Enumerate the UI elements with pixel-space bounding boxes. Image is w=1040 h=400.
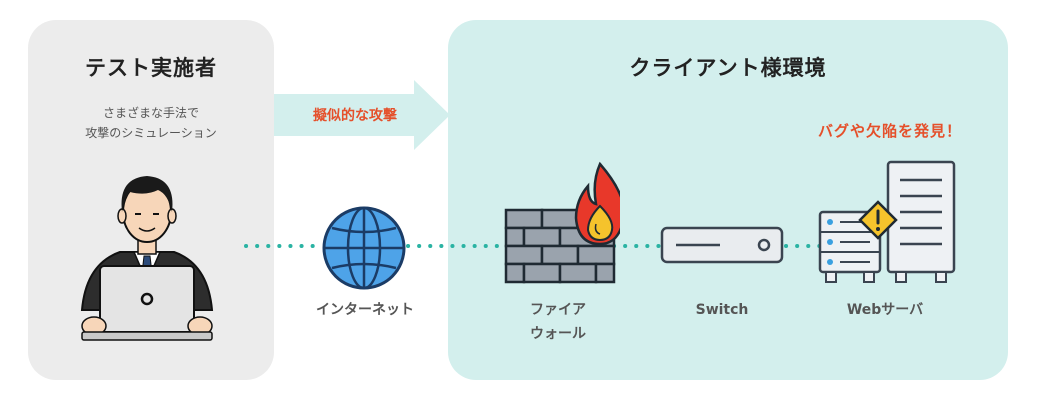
internet-globe-icon: [322, 206, 406, 290]
client-environment-title: クライアント様環境: [629, 56, 827, 80]
tester-description: さまざまな手法で 攻撃のシミュレーション: [28, 103, 274, 143]
web-server-icon: [818, 160, 956, 283]
attack-label: 擬似的な攻撃: [313, 108, 397, 124]
discovery-label: バグや欠陥を発見！: [817, 122, 962, 140]
web-server-label: Webサーバ: [846, 302, 924, 318]
person-with-laptop-icon: [80, 176, 214, 341]
firewall-label-line1: ファイア: [530, 302, 586, 318]
internet-label: インターネット: [316, 302, 414, 318]
switch-label: Switch: [695, 302, 749, 318]
tester-title: テスト実施者: [85, 56, 217, 80]
firewall-label-line2: ウォール: [530, 326, 586, 342]
attack-arrow-icon: [274, 80, 450, 150]
tester-description-line2: 攻撃のシミュレーション: [85, 126, 217, 140]
tester-description-line1: さまざまな手法で: [102, 106, 199, 120]
firewall-label: ファイア ウォール: [498, 298, 618, 346]
firewall-icon: [504, 161, 620, 284]
warning-icon: [858, 200, 898, 240]
switch-device-icon: [660, 226, 784, 264]
